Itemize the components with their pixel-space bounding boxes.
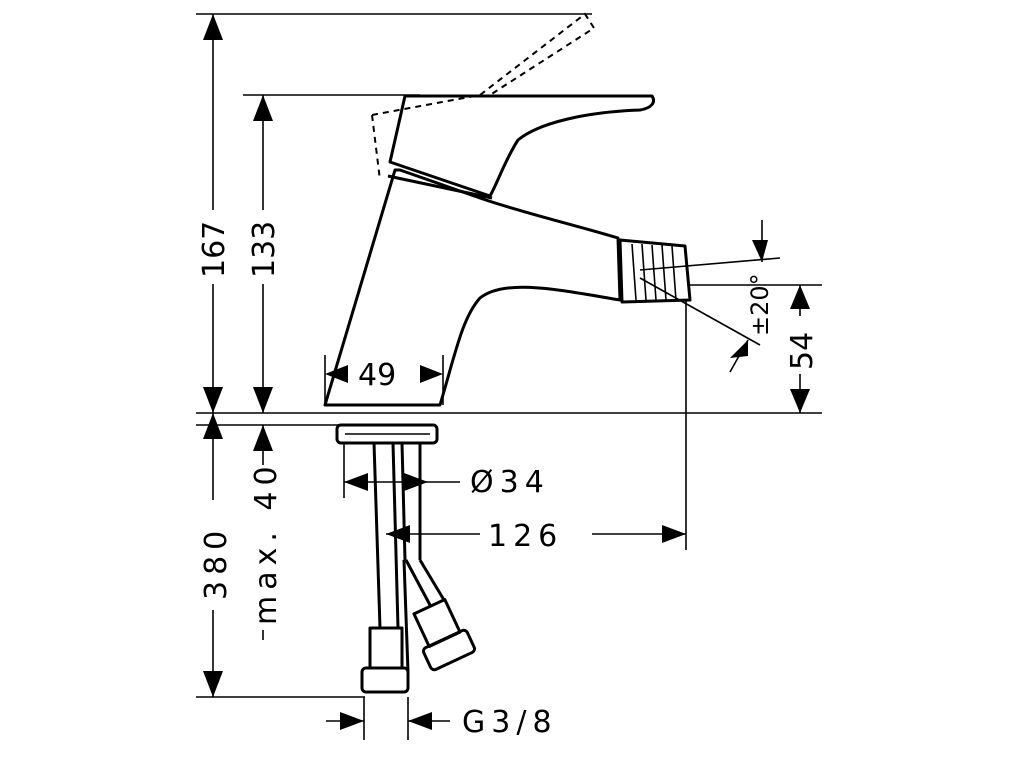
dim-133-arrow-top — [253, 95, 273, 121]
dim-167-arrow-bottom — [203, 387, 223, 413]
dim-54-label: 54 — [785, 332, 820, 370]
dim-max40-label: max. 40 — [249, 460, 284, 625]
mounting-nut — [335, 423, 439, 445]
dim-54-gap — [785, 316, 815, 374]
hose-right — [404, 559, 432, 606]
dim-g38-arrow-left — [340, 712, 364, 730]
nozzle-ring-2 — [641, 243, 647, 301]
angle-arrow-top — [752, 240, 768, 262]
dim-54-arrow-top — [790, 285, 810, 309]
dim-167-arrow-top — [203, 14, 223, 40]
threaded-rod-left — [400, 442, 407, 561]
lever-handle — [388, 94, 655, 198]
dim-133-arrow-bottom — [253, 387, 273, 413]
angle-label: ±20° — [746, 273, 774, 336]
dim-49-arrow-right — [420, 365, 443, 383]
dim-380-label: 380 — [199, 525, 234, 600]
hose-fitting-left — [368, 626, 404, 670]
dim-133-gap — [248, 210, 278, 284]
hose-fitting-right — [412, 598, 462, 648]
dim-49-label: 49 — [358, 358, 396, 393]
dim-max40-arrow-top — [253, 425, 273, 451]
dim-54-arrow-bottom — [790, 389, 810, 413]
dim-34-label: Ø34 — [470, 465, 550, 500]
angle-leader-bottom — [729, 339, 749, 373]
hose-nut-left — [360, 666, 410, 694]
angle-arrow-bottom — [730, 340, 748, 358]
dim-167-label: 167 — [197, 221, 232, 278]
dim-380-gap — [198, 500, 228, 610]
hose-center — [402, 559, 410, 673]
nozzle-ring-4 — [661, 244, 667, 301]
dim-126-label: 126 — [488, 519, 563, 554]
nozzle-ring-1 — [631, 243, 637, 301]
dim-126-arrow-left — [386, 525, 410, 543]
lever-joint-line — [387, 174, 493, 200]
dim-126-arrow-right — [662, 525, 686, 543]
dim-49-arrow-left — [325, 365, 348, 383]
dim-380-arrow-top — [203, 413, 223, 439]
dim-max40-gap — [248, 465, 278, 630]
dim-380-arrow-bottom — [203, 671, 223, 697]
hose-right-inner — [418, 559, 446, 601]
hose-nut-right — [421, 628, 477, 672]
raised-lever-outline — [371, 12, 596, 181]
angle-upper-line — [639, 257, 781, 271]
hose-left — [372, 442, 382, 629]
dim-133-label: 133 — [247, 221, 282, 278]
dim-34-arrow-left — [344, 473, 368, 491]
angle-lower-line — [639, 277, 761, 346]
dim-g38-arrow-right — [408, 712, 432, 730]
nozzle-ring-5 — [671, 245, 677, 301]
nozzle-ring-3 — [651, 244, 657, 301]
dim-34-arrow-right — [404, 473, 428, 491]
dim-g38-label: G3/8 — [462, 705, 558, 740]
nozzle-head — [618, 238, 692, 304]
mixer-body-outline — [323, 168, 622, 407]
dim-167-gap — [198, 210, 228, 284]
